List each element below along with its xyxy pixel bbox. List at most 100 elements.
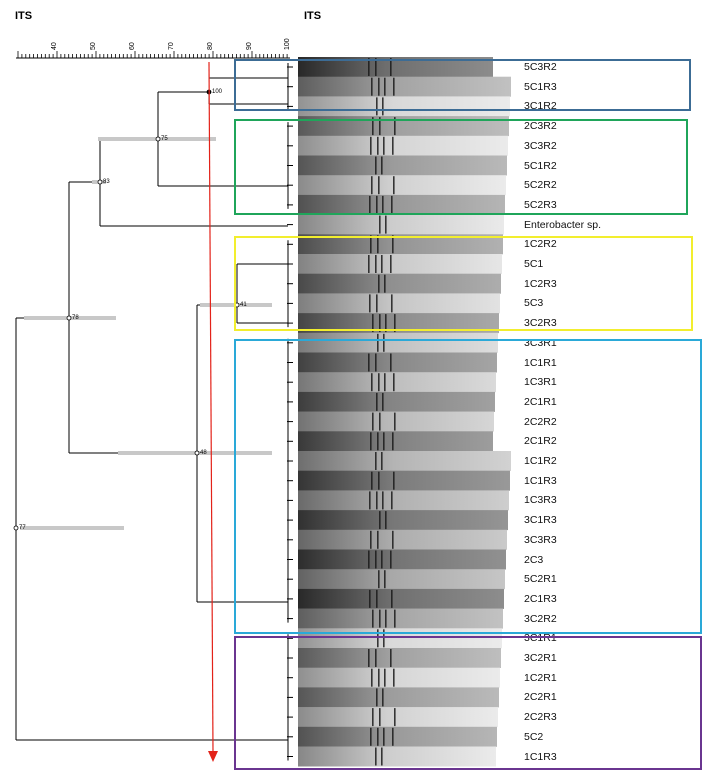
gel-lane <box>298 313 499 334</box>
strain-label: 5C1R3 <box>524 80 557 93</box>
strain-label: 1C3R1 <box>524 376 557 389</box>
gel-band <box>375 452 377 470</box>
cluster-box <box>234 59 691 111</box>
strain-label: 2C2R2 <box>524 415 557 428</box>
cutoff-arrowhead <box>208 751 218 762</box>
gel-lane-background <box>298 352 497 373</box>
gel-band <box>370 235 372 254</box>
gel-band <box>375 58 377 76</box>
gel-lane-background <box>298 175 506 196</box>
gel-lane-background <box>298 648 501 668</box>
gel-band <box>377 432 379 451</box>
gel-band <box>371 373 373 392</box>
gel-band <box>381 255 383 273</box>
gel-lane <box>298 687 499 708</box>
strain-label: 5C2 <box>524 730 544 743</box>
gel-lane <box>298 372 496 393</box>
strain-label: 2C1R3 <box>524 592 557 605</box>
gel-band <box>390 58 392 76</box>
gel-band <box>381 156 383 175</box>
gel-band <box>392 727 394 746</box>
gel-band <box>393 668 395 687</box>
gel-lane-background <box>298 431 493 452</box>
strain-label: Enterobacter sp. <box>524 218 602 231</box>
node-marker <box>13 525 19 531</box>
gel-band <box>394 708 396 727</box>
gel-lane-background <box>298 451 511 471</box>
strain-label: 1C1R1 <box>524 356 557 369</box>
gel-lane <box>298 451 511 471</box>
gel-band <box>376 589 378 608</box>
strain-label: 5C3 <box>524 297 544 310</box>
gel-lane-background <box>298 194 505 215</box>
cluster-box <box>234 339 702 634</box>
gel-lane <box>298 332 498 353</box>
gel-lane <box>298 175 506 196</box>
gel-lane-background <box>298 96 510 117</box>
gel-band <box>378 77 380 96</box>
gel-band <box>383 136 385 155</box>
gel-band <box>372 708 374 727</box>
gel-band <box>392 136 394 155</box>
gel-band <box>372 314 374 333</box>
gel-lane-background <box>298 588 504 609</box>
gel-lane <box>298 726 497 747</box>
strain-label: 2C2R1 <box>524 691 557 704</box>
strain-label: 1C2R3 <box>524 277 557 290</box>
gel-band <box>384 274 386 293</box>
gel-lane-background <box>298 116 509 137</box>
gel-band <box>379 215 381 234</box>
gel-band <box>385 215 387 234</box>
gel-lane-background <box>298 510 508 531</box>
cluster-box <box>234 119 688 215</box>
gel-band <box>369 491 371 510</box>
gel-lane <box>298 135 508 156</box>
node-support-label: 41 <box>240 302 247 308</box>
gel-band <box>390 353 392 372</box>
gel-band <box>391 195 393 214</box>
node-marker <box>97 179 103 185</box>
gel-band <box>371 77 373 96</box>
gel-band <box>393 471 395 490</box>
left-header: ITS <box>15 10 33 22</box>
gel-band <box>391 294 393 313</box>
gel-band <box>375 156 377 175</box>
gel-band <box>384 77 386 96</box>
gel-lane-background <box>298 529 507 550</box>
strain-label: 3C2R2 <box>524 612 557 625</box>
gel-band <box>370 530 372 549</box>
gel-band <box>379 609 381 628</box>
gel-lane <box>298 116 509 137</box>
gel-lane <box>298 391 495 412</box>
gel-band <box>375 353 377 372</box>
gel-band <box>371 176 373 195</box>
gel-band <box>392 530 394 549</box>
gel-band <box>371 471 373 490</box>
gel-band <box>394 117 396 136</box>
strain-label: 3C3R2 <box>524 139 557 152</box>
gel-lane <box>298 588 504 609</box>
gel-band <box>376 491 378 510</box>
gel-band <box>394 412 396 431</box>
gel-lane <box>298 569 505 590</box>
gel-lane <box>298 549 506 570</box>
strain-label: 5C3R2 <box>524 61 557 73</box>
gel-band <box>372 117 374 136</box>
gel-band <box>393 373 395 392</box>
cluster-box <box>234 236 693 331</box>
strain-label: 3C3R3 <box>524 533 557 546</box>
gel-lane-background <box>298 273 501 294</box>
gel-lane <box>298 470 510 491</box>
gel-lane <box>298 293 500 314</box>
gel-band <box>393 77 395 96</box>
gel-lane-background <box>298 746 496 767</box>
node-marker <box>155 136 161 142</box>
gel-lane <box>298 155 507 176</box>
strain-label: 2C1R2 <box>524 435 557 448</box>
gel-lane <box>298 76 511 97</box>
gel-band <box>385 609 387 628</box>
gel-band <box>377 333 379 352</box>
strain-label: 5C1R2 <box>524 159 557 172</box>
